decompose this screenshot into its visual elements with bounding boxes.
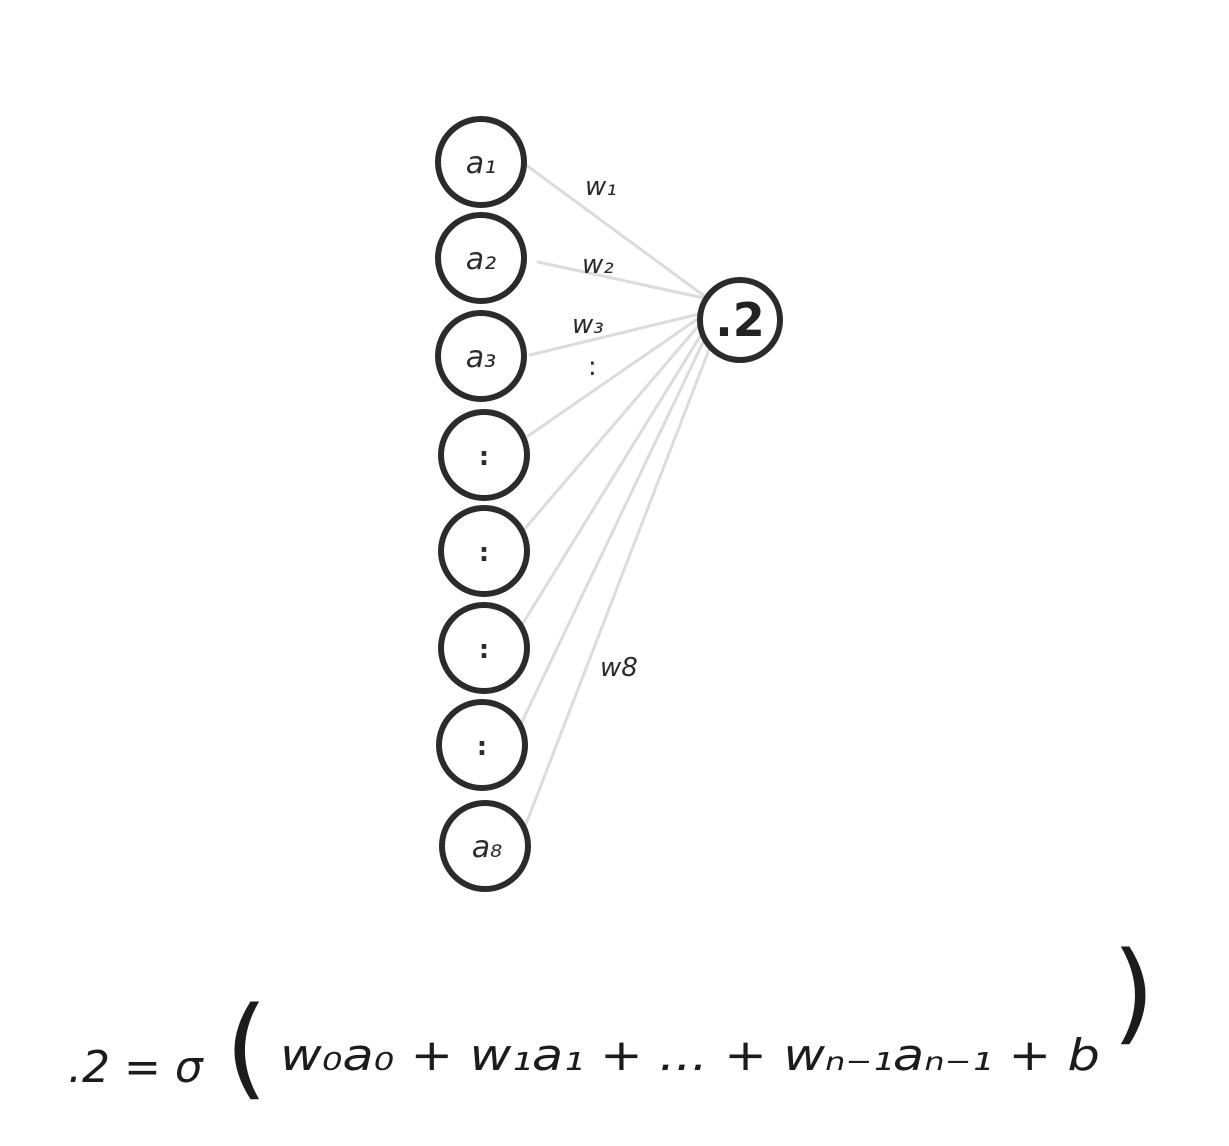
edge-a2 (536, 260, 706, 300)
edge-a7 (518, 334, 708, 728)
weight-label-w1: w₁ (585, 172, 617, 202)
input-node: : (438, 409, 530, 501)
input-node: : (436, 699, 528, 791)
input-node-label: a₁ (466, 146, 496, 181)
output-node-label: .2 (715, 293, 764, 347)
connections (518, 163, 714, 826)
input-node: a₁ (435, 116, 527, 208)
input-node-label: a₂ (466, 242, 496, 277)
edge-a1 (524, 163, 709, 300)
formula-open-paren: ( (225, 983, 268, 1111)
input-node-label: : (477, 732, 487, 762)
input-layer: a₁ a₂ a₃ : : : : a₈ (435, 116, 531, 892)
input-node: a₈ (439, 800, 531, 892)
edge-a6 (518, 328, 706, 630)
formula-body: w₀a₀ + w₁a₁ + ... + wₙ₋₁aₙ₋₁ + b (280, 1030, 1100, 1081)
activation-formula: .2 = σ ( w₀a₀ + w₁a₁ + ... + wₙ₋₁aₙ₋₁ + … (68, 928, 1155, 1111)
edge-a3 (528, 312, 701, 357)
input-node: : (438, 602, 530, 694)
formula-close-paren: ) (1112, 928, 1155, 1056)
edge-a8 (524, 340, 714, 826)
formula-lhs: .2 = σ (68, 1042, 204, 1093)
weight-label-w8: w8 (600, 653, 638, 683)
output-node: .2 (697, 277, 783, 363)
input-node-label: : (479, 635, 489, 665)
input-node: : (438, 505, 530, 597)
weight-labels: w₁ w₂ w₃ : w8 (572, 172, 638, 683)
input-node: a₂ (435, 212, 527, 304)
edge-a4 (526, 316, 701, 438)
weight-label-w3: w₃ (572, 310, 604, 340)
weight-label-w2: w₂ (582, 250, 614, 280)
input-node: a₃ (435, 310, 527, 402)
edge-a5 (520, 322, 702, 534)
input-node-label: : (479, 442, 489, 472)
input-node-label: : (479, 538, 489, 568)
input-node-label: a₈ (472, 830, 502, 865)
weight-ellipsis: : (588, 352, 597, 382)
input-node-label: a₃ (466, 340, 496, 375)
